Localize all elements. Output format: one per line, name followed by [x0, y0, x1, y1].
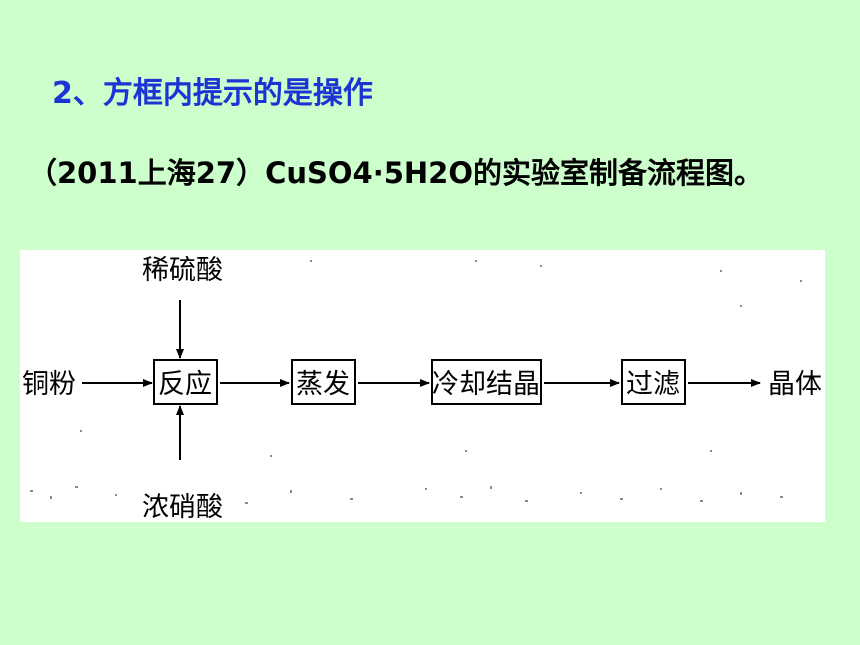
output-crystals: 晶体 — [768, 369, 822, 400]
step-box-reaction — [153, 359, 218, 405]
step-box-filtration — [621, 359, 686, 405]
input-dilute-sulfuric-acid: 稀硫酸 — [142, 255, 223, 286]
input-concentrated-nitric-acid: 浓硝酸 — [142, 492, 223, 522]
scan-noise — [30, 260, 802, 504]
input-copper-powder: 铜粉 — [22, 369, 76, 400]
step-label-reaction: 反应 — [158, 369, 212, 400]
step-box-evaporation — [291, 359, 356, 405]
step-label-evaporation: 蒸发 — [296, 369, 350, 400]
section-heading: 2、方框内提示的是操作 — [52, 76, 373, 111]
step-label-filtration: 过滤 — [626, 369, 680, 400]
flowchart-figure: 稀硫酸 铜粉 浓硝酸 反应 蒸发 冷却结晶 过滤 晶体 — [20, 250, 825, 522]
diagram-caption: （2011上海27）CuSO4·5H2O的实验室制备流程图。 — [28, 156, 764, 190]
step-label-cooling-crystallization: 冷却结晶 — [432, 369, 540, 400]
flowchart-svg: 稀硫酸 铜粉 浓硝酸 反应 蒸发 冷却结晶 过滤 晶体 — [22, 255, 822, 522]
step-box-cooling-crystallization — [431, 359, 542, 405]
